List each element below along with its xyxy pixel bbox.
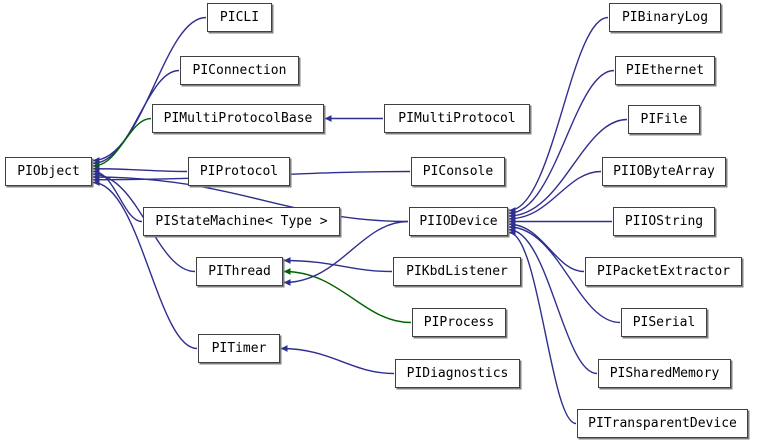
class-node-label: PICLI	[219, 10, 260, 25]
class-node-piserial[interactable]: PISerial	[621, 308, 707, 337]
class-node-label: PIPacketExtractor	[596, 264, 731, 279]
edges-group	[92, 16, 628, 425]
class-node-label: PIMultiProtocol	[398, 111, 516, 126]
class-node-pitransparentdevice[interactable]: PITransparentDevice	[577, 409, 748, 438]
class-node-label: PIObject	[17, 164, 80, 179]
class-node-label: PIIOString	[624, 214, 704, 229]
class-node-label: PIProcess	[423, 315, 495, 330]
edge-piprocess-to-pithread	[283, 268, 412, 324]
edge-pitransparentdevice-to-piiodevice	[508, 229, 577, 425]
class-node-pipacketextractor[interactable]: PIPacketExtractor	[585, 257, 742, 286]
class-node-piiodevice[interactable]: PIIODevice	[409, 207, 508, 236]
class-node-piethernet[interactable]: PIEthernet	[615, 56, 715, 85]
class-node-label: PIMultiProtocolBase	[163, 111, 313, 126]
edge-piconnection-to-piobject	[92, 69, 180, 167]
edge-pitimer-to-piobject	[92, 179, 198, 350]
class-node-pitimer[interactable]: PITimer	[198, 334, 280, 363]
class-node-pisharedmemory[interactable]: PISharedMemory	[598, 359, 731, 388]
class-node-label: PIConnection	[192, 63, 287, 78]
class-node-pithread[interactable]: PIThread	[196, 257, 283, 286]
edge-piserial-to-piiodevice	[508, 223, 621, 324]
edge-pisharedmemory-to-piiodevice	[508, 226, 598, 375]
class-node-piconsole[interactable]: PIConsole	[411, 157, 505, 186]
class-node-label: PIIODevice	[419, 214, 498, 229]
edge-pipacketextractor-to-piiodevice	[508, 220, 585, 273]
class-node-label: PIThread	[208, 264, 271, 279]
class-node-label: PITimer	[211, 341, 267, 356]
class-node-piiobytearray[interactable]: PIIOByteArray	[602, 157, 726, 186]
class-node-label: PIConsole	[422, 164, 494, 179]
class-node-pikbdlistener[interactable]: PIKbdListener	[393, 257, 521, 286]
class-node-pimultiprotocolbase[interactable]: PIMultiProtocolBase	[152, 104, 324, 133]
edge-pimultiprotocolbase-to-piobject	[92, 117, 152, 170]
edge-pikbdlistener-to-pithread	[283, 257, 393, 273]
class-node-label: PIIOByteArray	[613, 164, 715, 179]
edge-piprotocol-to-piobject	[92, 165, 188, 173]
class-node-label: PIStateMachine< Type >	[155, 214, 328, 229]
class-node-pifile[interactable]: PIFile	[628, 105, 700, 134]
edge-piiobytearray-to-piiodevice	[508, 170, 602, 223]
edge-pibinarylog-to-piiodevice	[508, 16, 609, 214]
class-node-label: PIEthernet	[625, 63, 705, 78]
class-node-label: PIDiagnostics	[406, 366, 509, 381]
edge-pidiagnostics-to-pitimer	[280, 345, 395, 375]
class-node-piconnection[interactable]: PIConnection	[180, 56, 299, 85]
class-node-pibinarylog[interactable]: PIBinaryLog	[609, 3, 721, 32]
edge-piethernet-to-piiodevice	[508, 69, 615, 217]
class-node-label: PIFile	[640, 112, 688, 127]
class-node-piprotocol[interactable]: PIProtocol	[188, 157, 290, 186]
class-node-label: PITransparentDevice	[588, 416, 737, 431]
class-node-label: PIKbdListener	[406, 264, 508, 279]
class-node-label: PIBinaryLog	[621, 10, 709, 25]
class-node-label: PISharedMemory	[609, 366, 720, 381]
class-node-label: PISerial	[632, 315, 696, 330]
class-node-piobject[interactable]: PIObject	[5, 157, 92, 186]
edge-pifile-to-piiodevice	[508, 118, 628, 220]
class-node-piiostring[interactable]: PIIOString	[613, 207, 715, 236]
class-node-pimultiprotocol[interactable]: PIMultiProtocol	[384, 104, 530, 133]
class-node-piprocess[interactable]: PIProcess	[412, 308, 506, 337]
class-node-pistatemachine[interactable]: PIStateMachine< Type >	[143, 207, 340, 236]
class-node-pidiagnostics[interactable]: PIDiagnostics	[395, 359, 520, 388]
class-node-picli[interactable]: PICLI	[207, 3, 272, 32]
class-node-label: PIProtocol	[199, 164, 279, 179]
edge-picli-to-piobject	[92, 16, 207, 164]
edge-piiodevice-to-pithread	[283, 220, 409, 286]
